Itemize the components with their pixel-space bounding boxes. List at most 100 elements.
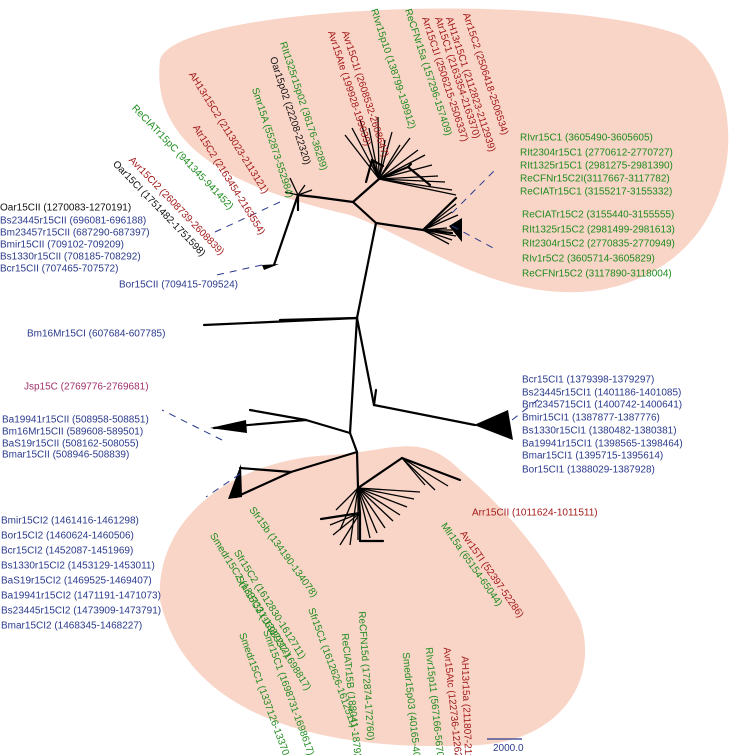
leaf-label: RIt1325r15C1 (2981275-2981390) — [520, 160, 673, 171]
branch — [234, 470, 293, 499]
branch — [355, 450, 360, 490]
leaf-label: Oar15CII (1270083-1270191) — [0, 202, 131, 213]
leaf-label: ReCIATr15C2 (3155440-3155555) — [522, 209, 674, 220]
leaf-label: Bs1330r15CI1 (1380482-1380381) — [522, 425, 677, 436]
leaf-branch — [297, 184, 306, 196]
branch — [348, 431, 359, 454]
leaf-label: Bs1330r15CI2 (1453129-1453011) — [1, 560, 155, 571]
branch — [355, 221, 378, 320]
leaf-branch — [378, 164, 433, 180]
branch — [372, 403, 477, 427]
leaf-label: Bm16Mr15CII (589608-589501) — [2, 426, 143, 437]
leaf-branch — [422, 214, 459, 231]
leaf-branch — [357, 487, 415, 500]
branch — [356, 456, 404, 490]
leaf-label: RIvr15C1 (3605490-3605605) — [520, 132, 653, 143]
leaf-label: Ba19941r15CII (508958-508851) — [2, 414, 149, 425]
collapsed-clade-fans — [210, 116, 513, 546]
leaf-label: BaS19r15CII (508162-508055) — [2, 438, 139, 449]
branch — [319, 511, 362, 521]
leaf-branch — [401, 457, 449, 487]
leaf-label: Bs1330r15CII (708185-708292) — [0, 251, 141, 262]
branch — [348, 316, 359, 435]
collapsed-clade-15ci2 — [228, 464, 242, 499]
clade-shade-bottom — [159, 446, 586, 747]
leaf-label: ReCFNr15C2I(3117667-3117782) — [520, 173, 670, 184]
leaf-branch — [378, 131, 393, 180]
leaf-branch — [378, 154, 426, 180]
leader-line — [211, 264, 263, 277]
leaf-branch — [422, 229, 457, 237]
leaf-label: RIt2304r15C1 (2770612-2770727) — [520, 147, 673, 158]
branch — [372, 388, 378, 407]
leaf-branch — [357, 487, 421, 493]
leaf-label: RIv1r5C2 (3605714-3605829) — [522, 253, 655, 264]
branch — [355, 316, 376, 407]
leaf-label: Bcr15CII (707465-707572) — [0, 263, 118, 274]
leaf-label: AH13r15a (211807-211689) — [459, 656, 474, 755]
leaf-label: Bs23445r15CI2 (1473909-1473791) — [1, 605, 161, 616]
leaf-branch — [289, 177, 299, 196]
leader-line — [511, 394, 545, 421]
leaf-branch — [349, 487, 359, 546]
leaf-branch — [422, 229, 450, 245]
leaf-label: Bor15CI1 (1388029-1387928) — [522, 464, 655, 475]
leaf-branch — [357, 487, 371, 539]
leaf-label: Arr15CII (1011624-1011511) — [472, 507, 598, 518]
leaf-branch — [422, 227, 448, 231]
leaf-branch — [378, 139, 386, 180]
leaf-branch — [357, 487, 394, 522]
leaf-label: Bmir15CI1 (1387877-1387776) — [522, 412, 660, 423]
leaf-branch — [378, 149, 419, 180]
leaf-branch — [339, 487, 359, 531]
leaf-branch — [335, 487, 359, 511]
leaf-label: RIt2304r15C2 (2770835-2770949) — [522, 238, 675, 249]
leaf-branch — [297, 189, 313, 196]
label-leader-lines — [161, 169, 545, 498]
leaf-label: Bmir15CI2 (1461416-1461298) — [1, 515, 139, 526]
branch — [374, 221, 425, 232]
leader-line — [451, 169, 496, 214]
leader-line — [205, 473, 241, 498]
leaf-branch — [359, 119, 380, 180]
leaf-label: Jsp15C (2769776-2769681) — [24, 381, 149, 392]
leaf-branch — [422, 229, 453, 241]
leaf-label: Ba19941r15CI1 (1398565-1398464) — [522, 438, 683, 449]
leaf-branch — [357, 487, 401, 516]
collapsed-clade-15c2 — [449, 218, 462, 242]
branch — [314, 195, 355, 204]
leaf-branch — [339, 512, 361, 546]
branch — [400, 456, 462, 482]
branch — [421, 196, 458, 232]
leaf-label: Bm16Mr15CI (607684-607785) — [27, 328, 165, 339]
leaf-branch — [351, 127, 380, 180]
branch — [289, 450, 359, 474]
leaf-branch — [378, 178, 457, 196]
leaf-branch — [357, 487, 408, 508]
leaf-branch — [377, 116, 380, 180]
collapsed-clade-15cii — [210, 420, 247, 433]
leaf-label: Bcr15CI2 (1452087-1451969) — [1, 545, 133, 556]
leaf-branch — [378, 178, 446, 183]
leaf-label: ReCIATr15C1 (3155217-3155332) — [520, 186, 672, 197]
leaf-branch — [329, 512, 361, 526]
leaf-label: Bmar15CII (508946-508839) — [2, 449, 129, 460]
clade-shade-top — [159, 8, 729, 293]
leaf-label: Bs23445r15CI1 (1401186-1401085) — [522, 387, 681, 398]
leaf-label: Bm2345715CI1 (1400742-1400641) — [522, 399, 682, 410]
branch — [278, 316, 359, 322]
leader-line — [161, 409, 223, 441]
leaf-branch — [401, 457, 436, 491]
leaf-label: Bmar15CI2 (1468345-1468227) — [1, 620, 142, 631]
leader-line — [451, 225, 498, 251]
branch — [248, 408, 308, 422]
branch — [406, 162, 413, 169]
leaf-label: Avr15CI2 (2608739-2608839) — [126, 155, 226, 258]
leaf-branch — [422, 203, 457, 231]
leaf-branch — [284, 191, 299, 196]
branch — [304, 418, 352, 435]
branch — [296, 193, 318, 199]
leaf-branch — [368, 127, 380, 180]
leaf-label: Bm23457r15CII (687290-687397) — [0, 227, 150, 238]
